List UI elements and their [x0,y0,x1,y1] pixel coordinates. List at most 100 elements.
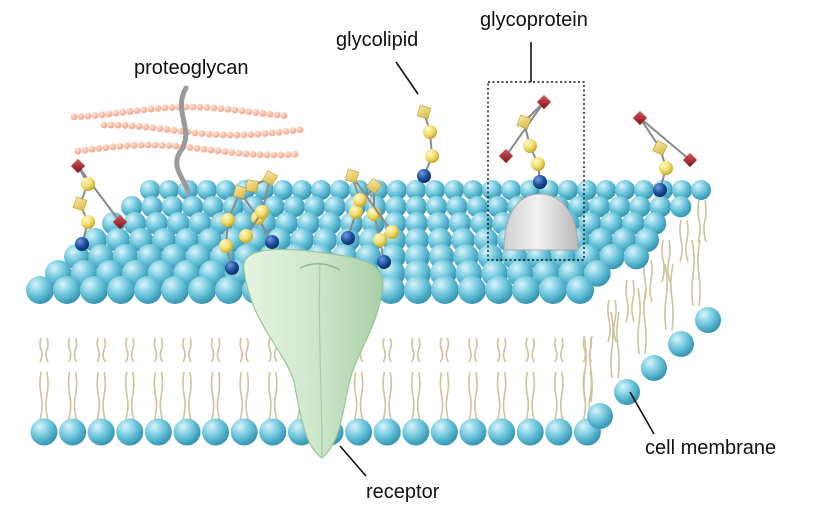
glycosaminoglycan-unit [84,112,92,120]
glycosaminoglycan-unit [74,147,82,155]
lipid-tail [125,337,129,363]
glycosaminoglycan-unit [158,141,166,149]
galactose [81,177,95,191]
lipid-tail [245,371,249,421]
lipid-tail [45,371,49,421]
lipid-tail [583,335,587,403]
glycosaminoglycan-unit [126,108,134,115]
lipid-tail [631,279,635,323]
phospholipid-head [345,418,373,446]
glycosaminoglycan-unit [189,103,197,111]
lipid-tail [468,371,472,421]
lipid-tail [353,371,358,421]
glycosaminoglycan-unit [154,104,162,112]
lipid-tail [153,337,158,363]
glycosaminoglycan-unit [240,131,248,139]
lipid-tail [667,239,671,283]
lipid-tail [691,239,695,307]
phospholipid-head [641,355,667,381]
glycosaminoglycan-unit [147,105,155,113]
glycosaminoglycan-unit [200,145,208,153]
galactose [523,139,537,153]
glycosaminoglycan-unit [261,130,269,137]
lipid-tail [670,263,674,331]
sialic-acid [632,110,648,126]
lipid-tail [554,371,558,421]
lipid-tail [210,371,215,421]
phospholipid-head [458,276,486,304]
lipid-tail [96,371,101,421]
lipid-tail [439,371,444,421]
glycosaminoglycan-unit [144,141,152,149]
glycosaminoglycan-unit [151,141,159,149]
glycosaminoglycan-unit [228,149,236,156]
glycosaminoglycan-unit [296,126,304,134]
phospholipid-head [545,418,573,446]
phospholipid-head [425,180,445,200]
glycosaminoglycan-unit [212,131,220,138]
phospholipid-head [501,180,521,200]
phospholipid-head [405,196,428,218]
glucose [417,169,431,183]
lipid-tail [73,371,78,421]
galactose [531,157,545,171]
lipid-tail [554,337,558,363]
lipid-tail [245,337,249,363]
receptor-leader [339,445,367,477]
glycosaminoglycan-unit [268,129,276,137]
sialic-acid [536,94,552,110]
lipid-tail [182,337,186,363]
phospholipid-head [587,403,613,429]
glucose [75,237,89,251]
lipid-tail [159,371,164,421]
glycosaminoglycan-unit [224,105,232,113]
phospholipid-head [304,196,326,218]
glycosaminoglycan-unit [123,142,131,150]
glucose [265,235,279,249]
glycosaminoglycan-unit [170,126,178,134]
glycosaminoglycan-unit [231,106,239,114]
phospholipid-head [405,212,428,235]
glycosaminoglycan-unit [252,109,260,116]
glycosaminoglycan-unit [112,109,120,117]
glycosaminoglycan-unit [165,142,173,150]
phospholipid-head [59,418,87,446]
glycosaminoglycan-unit [217,105,225,112]
phospholipid-head [558,180,578,200]
phospholipid-head [182,196,204,218]
glycosaminoglycan-unit [247,131,255,138]
glycosaminoglycan-unit [109,143,117,151]
lipid-tail [496,371,501,421]
galactose [349,205,363,219]
lipid-tail [188,337,192,363]
glycosaminoglycan-unit [133,107,141,115]
glycosaminoglycan-unit [198,130,206,137]
lipid-tail [125,371,129,421]
phospholipid-head [615,180,635,200]
glycosidic-bond [505,101,545,157]
phospholipid-head [161,276,189,304]
phospholipid-head [588,196,610,218]
cell-membrane-leader [629,391,655,435]
phospholipid-head [466,196,489,218]
phospholipid-head [134,276,162,304]
phospholipid-head [444,180,464,200]
glycosaminoglycan-unit [88,145,96,153]
glucose [377,255,391,269]
phospholipid-head [459,418,487,446]
phospholipid-head [516,418,544,446]
phospholipid-head [373,418,401,446]
lipid-tail [664,263,668,331]
glycosaminoglycan-unit [161,104,169,112]
proteoglycan-core [174,85,191,195]
phospholipid-head [107,276,135,304]
phospholipid-head [670,196,692,218]
n-acetylglucosamine [232,184,248,200]
phospholipid-head [406,180,426,200]
phospholipid-head [629,196,651,218]
glycosaminoglycan-unit [98,111,106,119]
lipid-tail [445,371,450,421]
lipid-tail [239,371,244,421]
glycosidic-bond [639,117,691,161]
